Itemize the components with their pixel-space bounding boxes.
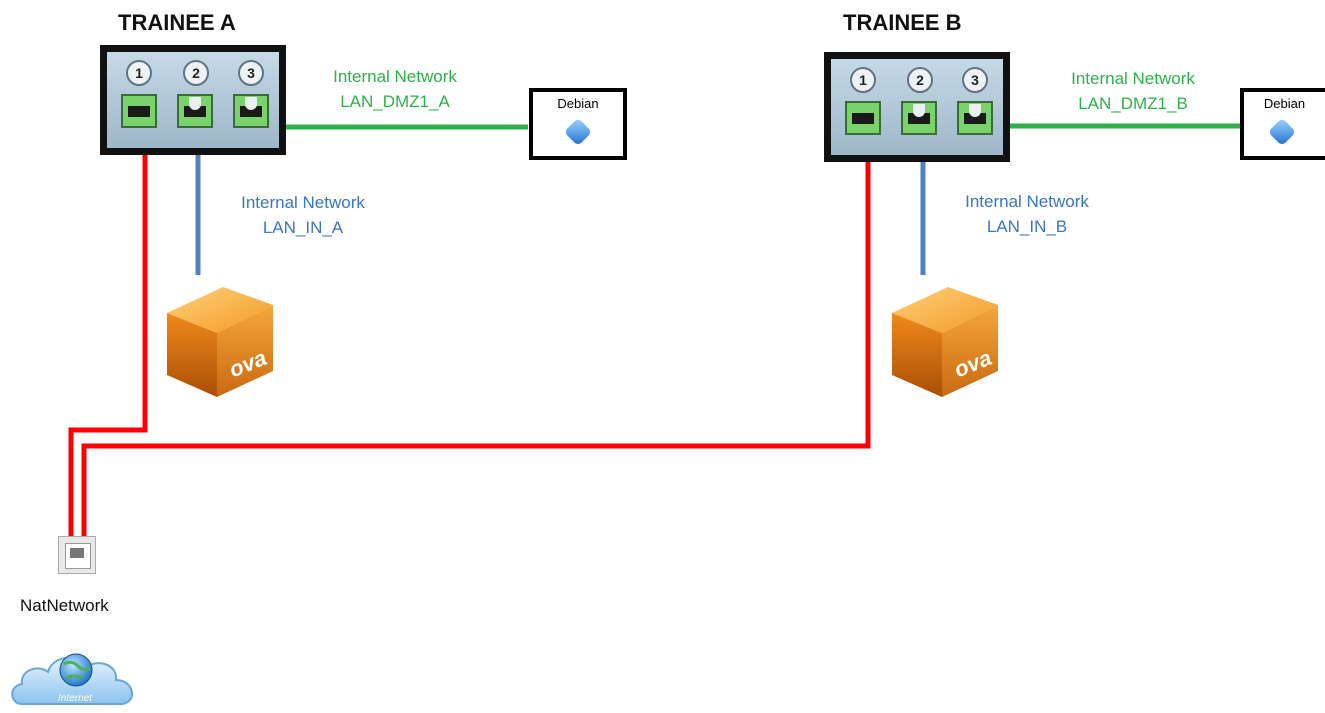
trainee-b-debian-vm[interactable]: Debian: [1240, 88, 1325, 160]
trainee-a-lan-label: Internal Network LAN_IN_A: [198, 190, 408, 240]
trainee-a-ova-appliance-icon[interactable]: ova: [163, 283, 277, 401]
ethernet-port-1-icon[interactable]: [121, 94, 157, 128]
ethernet-port-2-icon[interactable]: [177, 94, 213, 128]
internet-cloud-text: Internet: [58, 693, 93, 704]
port-number-3: 3: [962, 67, 988, 93]
ethernet-port-3-icon[interactable]: [233, 94, 269, 128]
ethernet-port-1-icon[interactable]: [845, 101, 881, 135]
lan-label-line1: Internal Network: [241, 193, 365, 212]
dmz-label-line2: LAN_DMZ1_B: [1078, 94, 1188, 113]
dmz-label-line1: Internal Network: [1071, 69, 1195, 88]
nat-link-b: [81, 122, 871, 540]
ethernet-port-3-icon[interactable]: [957, 101, 993, 135]
trainee-a-switch: 1 2 3: [100, 45, 286, 155]
trainee-b-ova-appliance-icon[interactable]: ova: [888, 283, 1002, 401]
port-number-2: 2: [907, 67, 933, 93]
switch-panel: 1 2 3: [107, 52, 279, 148]
port-number-2: 2: [183, 60, 209, 86]
internet-cloud-icon[interactable]: Internet: [8, 640, 144, 712]
trainee-b-switch: 1 2 3: [824, 52, 1010, 162]
dmz-label-line1: Internal Network: [333, 67, 457, 86]
switch-panel: 1 2 3: [831, 59, 1003, 155]
trainee-a-dmz-label: Internal Network LAN_DMZ1_A: [290, 64, 500, 114]
trainee-a-title: TRAINEE A: [118, 10, 236, 35]
port-number-3: 3: [238, 60, 264, 86]
debian-vm-icon: [563, 117, 593, 147]
port-number-1: 1: [850, 67, 876, 93]
debian-vm-label: Debian: [1263, 96, 1306, 111]
lan-label-line1: Internal Network: [965, 192, 1089, 211]
debian-vm-icon: [1267, 117, 1297, 147]
nat-network-label: NatNetwork: [20, 596, 109, 615]
port-number-1: 1: [126, 60, 152, 86]
lan-label-line2: LAN_IN_B: [986, 217, 1068, 236]
ethernet-port-2-icon[interactable]: [901, 101, 937, 135]
trainee-b-lan-label: Internal Network LAN_IN_B: [922, 189, 1132, 239]
lan-label-line2: LAN_IN_A: [262, 218, 344, 237]
trainee-b-title: TRAINEE B: [843, 10, 962, 35]
trainee-b-dmz-label: Internal Network LAN_DMZ1_B: [1028, 66, 1238, 116]
debian-vm-label: Debian: [557, 96, 599, 111]
nat-link-a: [68, 122, 148, 540]
dmz-label-line2: LAN_DMZ1_A: [340, 92, 450, 111]
trainee-a-debian-vm[interactable]: Debian: [529, 88, 627, 160]
nat-ethernet-port-icon[interactable]: [58, 536, 96, 574]
